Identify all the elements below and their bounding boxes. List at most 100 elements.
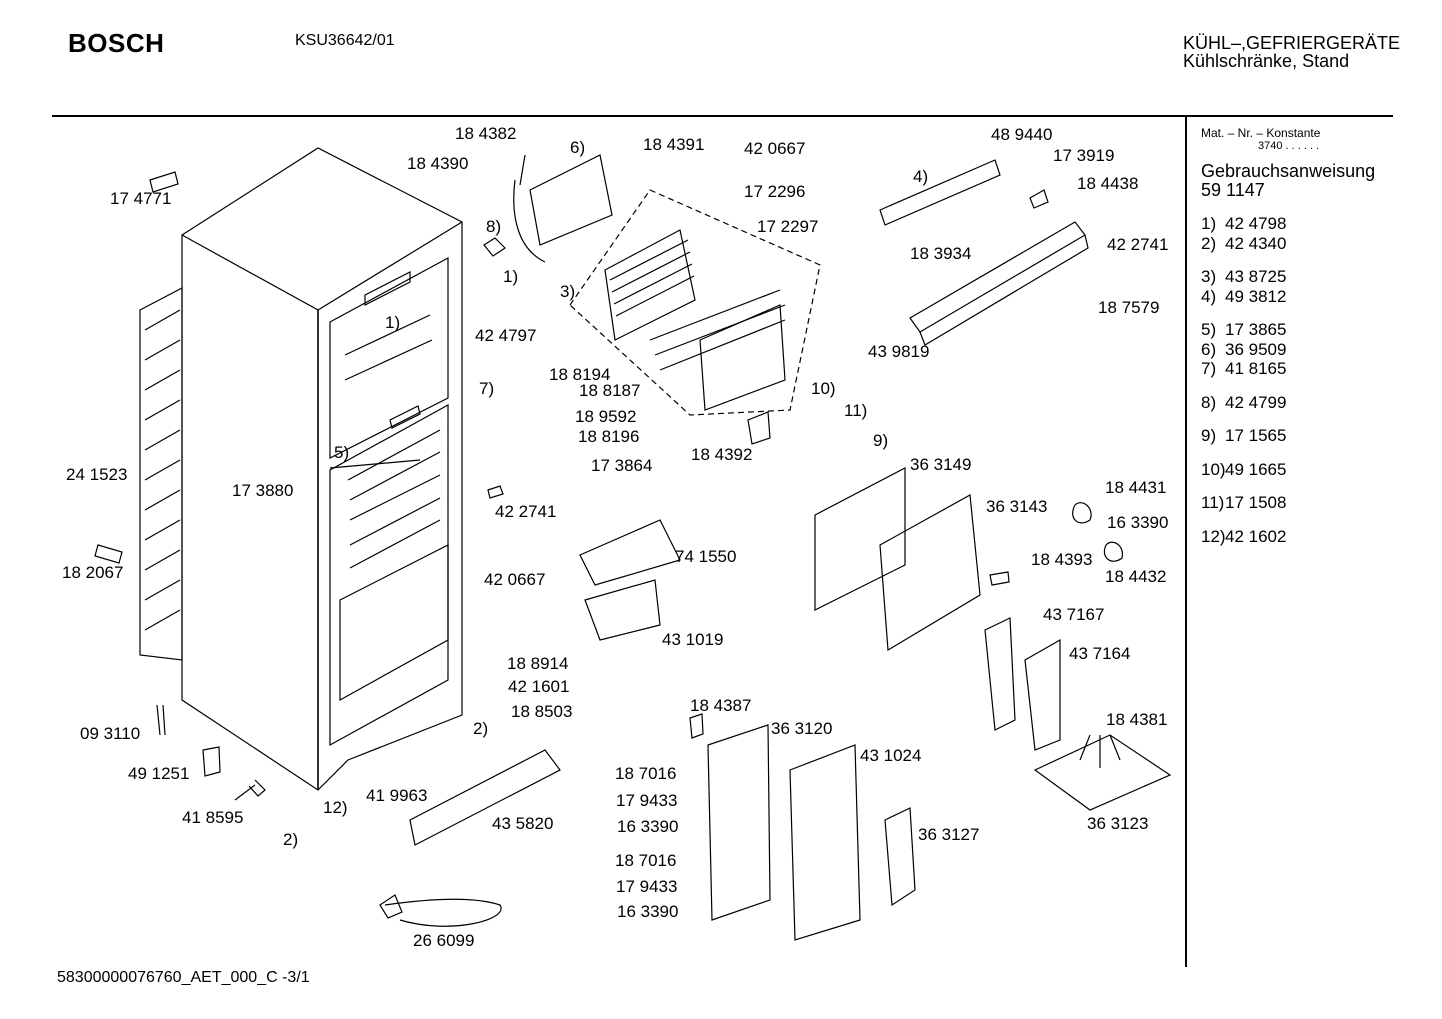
callout-184387: 18 4387 bbox=[690, 696, 752, 715]
reference-group: 9) 17 1565 bbox=[1201, 426, 1375, 446]
callout-188503: 18 8503 bbox=[511, 702, 573, 721]
reference-key: 5) bbox=[1201, 320, 1217, 339]
reference-key: 9) bbox=[1201, 426, 1217, 445]
callout-187579: 18 7579 bbox=[1098, 298, 1160, 317]
callout-439819: 43 9819 bbox=[868, 342, 930, 361]
reference-row: 4)49 3812 bbox=[1201, 287, 1375, 307]
reference-part-number: 49 3812 bbox=[1225, 286, 1287, 306]
reference-group: 12)42 1602 bbox=[1201, 527, 1375, 547]
ref-12: 12) bbox=[323, 798, 348, 817]
callout-184393: 18 4393 bbox=[1031, 550, 1093, 569]
reference-row: 12)42 1602 bbox=[1201, 527, 1375, 547]
reference-key: 10) bbox=[1201, 459, 1226, 479]
callout-420667-b: 42 0667 bbox=[484, 570, 546, 589]
ref-3: 3) bbox=[560, 282, 576, 301]
header-rule bbox=[52, 115, 1393, 117]
reference-row: 10)49 1665 bbox=[1201, 460, 1375, 480]
callout-420667-a: 42 0667 bbox=[744, 139, 806, 158]
callout-187016-a: 18 7016 bbox=[615, 764, 677, 783]
mat-value: 3740 . . . . . . bbox=[1258, 140, 1320, 152]
callout-184438: 18 4438 bbox=[1077, 174, 1139, 193]
covers-drawing bbox=[814, 467, 981, 652]
ref-10: 10) bbox=[811, 379, 836, 398]
reference-row: 9) 17 1565 bbox=[1201, 426, 1375, 446]
callout-363123: 36 3123 bbox=[1087, 814, 1149, 833]
reference-part-number: 17 3865 bbox=[1225, 320, 1287, 339]
callout-184392: 18 4392 bbox=[691, 445, 753, 464]
callout-266099: 26 6099 bbox=[413, 931, 475, 950]
reference-key: 2) bbox=[1201, 233, 1217, 253]
reference-key: 3) bbox=[1201, 267, 1217, 286]
callout-182067: 18 2067 bbox=[62, 563, 124, 582]
ref-9: 9) bbox=[873, 431, 889, 450]
reference-key: 11) bbox=[1201, 493, 1225, 512]
category-title: KÜHL–,GEFRIERGERÄTE bbox=[1183, 33, 1401, 53]
reference-group: 10)49 1665 bbox=[1201, 460, 1375, 480]
ref-8: 8) bbox=[486, 217, 502, 236]
callout-179433-a: 17 9433 bbox=[616, 791, 678, 810]
callout-187016-b: 18 7016 bbox=[615, 851, 677, 870]
mat-label: Mat. – Nr. – Konstante bbox=[1201, 126, 1321, 140]
control-panel-drawing bbox=[879, 159, 1089, 346]
callout-363143: 36 3143 bbox=[986, 497, 1048, 516]
brand-logo: BOSCH bbox=[68, 28, 165, 58]
callout-188187: 18 8187 bbox=[579, 381, 641, 400]
ref-7: 7) bbox=[479, 379, 495, 398]
reference-part-number: 36 9509 bbox=[1225, 339, 1287, 359]
callout-184432: 18 4432 bbox=[1105, 567, 1167, 586]
evaporator-drawing bbox=[513, 154, 821, 416]
callout-741550: 74 1550 bbox=[675, 547, 737, 566]
callout-424797: 42 4797 bbox=[475, 326, 537, 345]
ref-2-a: 2) bbox=[283, 830, 299, 849]
callout-363127: 36 3127 bbox=[918, 825, 980, 844]
callout-489440: 48 9440 bbox=[991, 125, 1053, 144]
callout-093110: 09 3110 bbox=[80, 724, 141, 743]
guide-label: Gebrauchsanweisung bbox=[1201, 161, 1376, 181]
reference-key: 1) bbox=[1201, 214, 1217, 233]
model-number: KSU36642/01 bbox=[295, 32, 395, 49]
power-cord-drawing bbox=[379, 894, 502, 927]
ref-1-a: 1) bbox=[385, 313, 401, 332]
callout-421601: 42 1601 bbox=[508, 677, 570, 696]
callout-437167: 43 7167 bbox=[1043, 605, 1105, 624]
reference-row: 8)42 4799 bbox=[1201, 393, 1375, 413]
callout-431019: 43 1019 bbox=[662, 630, 724, 649]
callout-163390-a: 16 3390 bbox=[1107, 513, 1169, 532]
ref-6: 6) bbox=[570, 138, 586, 157]
reference-part-number: 17 1565 bbox=[1225, 426, 1287, 445]
reference-group: 5) 17 3865 6) 36 9509 7) 41 8165 bbox=[1201, 320, 1375, 379]
reference-key: 12) bbox=[1201, 526, 1226, 546]
callout-491251: 49 1251 bbox=[128, 764, 190, 783]
reference-part-number: 42 4340 bbox=[1225, 233, 1287, 253]
guide-number: 59 1147 bbox=[1201, 180, 1265, 200]
callout-188194: 18 8194 bbox=[549, 365, 611, 384]
reference-key: 7) bbox=[1201, 359, 1217, 378]
document-id: 58300000076760_AET_000_C -3/1 bbox=[57, 969, 310, 986]
reference-part-number: 17 1508 bbox=[1225, 493, 1287, 512]
callout-241523: 24 1523 bbox=[66, 465, 128, 484]
callout-163390-b: 16 3390 bbox=[617, 817, 679, 836]
reference-part-number: 41 8165 bbox=[1225, 359, 1287, 378]
callout-184390: 18 4390 bbox=[407, 154, 469, 173]
callout-188196: 18 8196 bbox=[578, 427, 640, 446]
reference-row: 3)43 8725 bbox=[1201, 267, 1375, 287]
reference-key: 6) bbox=[1201, 339, 1217, 359]
callout-184382: 18 4382 bbox=[455, 124, 517, 143]
callout-184391: 18 4391 bbox=[643, 135, 705, 154]
callout-184431: 18 4431 bbox=[1105, 478, 1167, 497]
callout-174771: 17 4771 bbox=[110, 189, 172, 208]
reference-part-number: 42 4799 bbox=[1225, 392, 1287, 412]
door-parts-drawing bbox=[409, 519, 1172, 941]
cabinet-drawing bbox=[181, 147, 463, 791]
callout-173919: 17 3919 bbox=[1053, 146, 1115, 165]
callout-163390-c: 16 3390 bbox=[617, 902, 679, 921]
reference-row: 1)42 4798 bbox=[1201, 214, 1375, 234]
callout-422741-a: 42 2741 bbox=[1107, 235, 1169, 254]
ref-5: 5) bbox=[334, 443, 350, 462]
condenser-drawing bbox=[139, 287, 183, 661]
ref-11: 11) bbox=[844, 401, 868, 420]
